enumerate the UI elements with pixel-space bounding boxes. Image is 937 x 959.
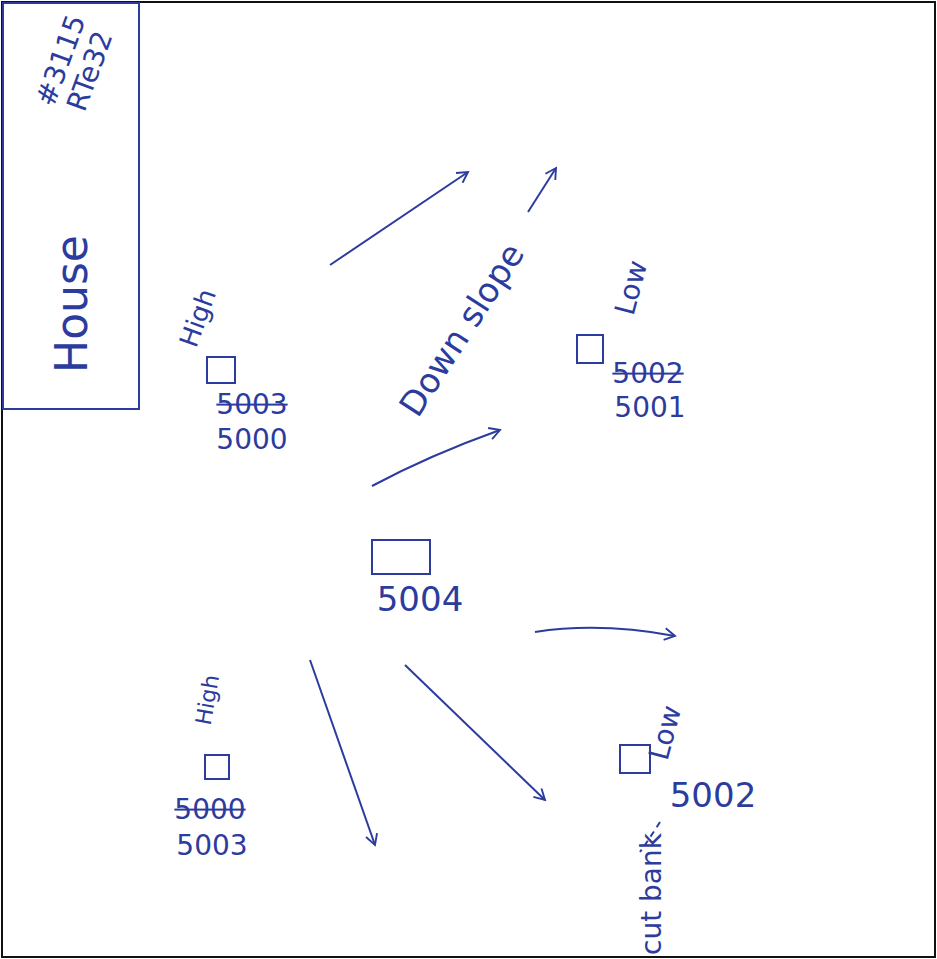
slope-note: Down slope: [393, 237, 532, 423]
elevation-note: High: [174, 285, 221, 351]
sample-number: 5004: [377, 581, 464, 618]
sample-number: 5003: [176, 831, 247, 862]
cut-bank-note: cut bank: [637, 833, 668, 955]
slope-arrow: [310, 660, 375, 845]
sample-number: 5002: [612, 359, 683, 390]
elevation-note: High: [192, 673, 225, 727]
house-outline: #3115 RTe32House: [2, 2, 140, 410]
sample-number: 5002: [670, 777, 757, 814]
sample-square: [372, 540, 430, 574]
sample-number: 5001: [614, 393, 685, 424]
sample-square: [577, 335, 603, 363]
sample-square: [205, 755, 229, 779]
sample-square: [207, 357, 235, 383]
address-text: #3115 RTe32: [31, 10, 122, 121]
slope-arrow: [528, 168, 556, 212]
sample-number: 5000: [174, 795, 245, 826]
slope-arrow: [372, 430, 500, 486]
house-label: House: [48, 235, 96, 373]
slope-arrow: [330, 172, 468, 265]
slope-arrow: [535, 628, 675, 636]
slope-arrow: [405, 665, 545, 800]
elevation-note: Low: [644, 702, 688, 763]
sample-number: 5000: [216, 425, 287, 456]
sample-number: 5003: [216, 390, 287, 421]
elevation-note: Low: [610, 257, 654, 318]
